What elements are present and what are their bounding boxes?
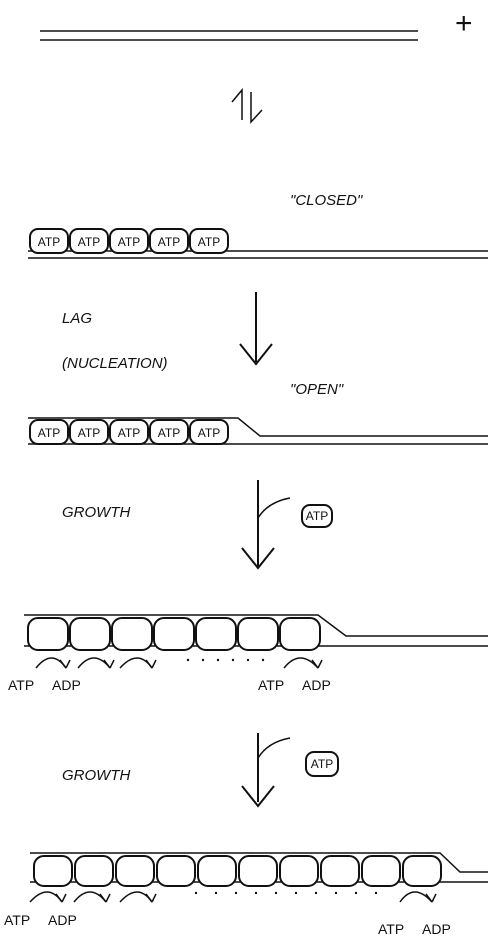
equilibrium-arrow-icon [232, 90, 262, 122]
svg-text:ATP: ATP [38, 426, 60, 440]
down-arrow-icon [240, 292, 272, 364]
plus-end-symbol: + [455, 7, 473, 40]
nucleation-label: (NUCLEATION) [62, 355, 168, 372]
svg-text:ATP: ATP [306, 509, 328, 523]
svg-text:ATP: ATP [78, 235, 100, 249]
down-arrow-icon [242, 733, 290, 806]
svg-text:ATP: ATP [198, 426, 220, 440]
svg-text:ATP: ATP [38, 235, 60, 249]
incoming-atp-2: ATP [306, 752, 338, 776]
down-arrow-icon [242, 480, 290, 568]
svg-text:ATP: ATP [78, 426, 100, 440]
growth2-subunit [321, 856, 359, 886]
svg-text:ATP: ATP [311, 757, 333, 771]
closed-atp-subunit: ATP [30, 229, 68, 253]
atp-label-2b: ATP [378, 921, 404, 937]
closed-atp-subunit: ATP [150, 229, 188, 253]
closed-atp-subunit: ATP [70, 229, 108, 253]
lag-label: LAG [62, 310, 92, 327]
open-atp-subunit: ATP [150, 420, 188, 444]
growth1-subunit [70, 618, 110, 650]
growth2-subunit [239, 856, 277, 886]
growth2-subunit [403, 856, 441, 886]
svg-text:ATP: ATP [198, 235, 220, 249]
growth1-subunit [196, 618, 236, 650]
atp-label-1b: ATP [258, 677, 284, 693]
growth1-subunit [154, 618, 194, 650]
growth1-subunit [28, 618, 68, 650]
growth1-subunit [112, 618, 152, 650]
closed-atp-subunit: ATP [190, 229, 228, 253]
open-atp-subunit: ATP [30, 420, 68, 444]
growth2-subunit [75, 856, 113, 886]
growth2-subunit [116, 856, 154, 886]
incoming-atp-1: ATP [302, 505, 332, 527]
svg-text:ATP: ATP [118, 235, 140, 249]
atp-label-1a: ATP [8, 677, 34, 693]
growth2-subunit [280, 856, 318, 886]
growth1-subunit [238, 618, 278, 650]
open-atp-subunit: ATP [70, 420, 108, 444]
growth1-subunit [280, 618, 320, 650]
closed-label: "CLOSED" [290, 192, 363, 209]
atp-label-2a: ATP [4, 912, 30, 928]
adp-label-2a: ADP [48, 912, 77, 928]
growth2-subunit [362, 856, 400, 886]
hydrolysis-arcs-1 [36, 658, 322, 668]
growth1-subunit-row [28, 618, 320, 650]
free-filament [40, 31, 418, 40]
adp-label-1a: ADP [52, 677, 81, 693]
svg-text:ATP: ATP [118, 426, 140, 440]
svg-text:ATP: ATP [158, 235, 180, 249]
growth2-subunit [198, 856, 236, 886]
closed-atp-row: ATP ATP ATP ATP ATP [30, 229, 228, 253]
closed-atp-subunit: ATP [110, 229, 148, 253]
open-atp-row: ATP ATP ATP ATP ATP [30, 420, 228, 444]
open-atp-subunit: ATP [190, 420, 228, 444]
svg-text:ATP: ATP [158, 426, 180, 440]
adp-label-2b: ADP [422, 921, 451, 937]
growth-label-1: GROWTH [62, 504, 130, 521]
dots-2 [195, 892, 377, 894]
open-atp-subunit: ATP [110, 420, 148, 444]
growth-label-2: GROWTH [62, 767, 130, 784]
open-label: "OPEN" [290, 381, 344, 398]
adp-label-1b: ADP [302, 677, 331, 693]
growth2-subunit [157, 856, 195, 886]
dots-1 [187, 659, 264, 661]
growth2-subunit [34, 856, 72, 886]
